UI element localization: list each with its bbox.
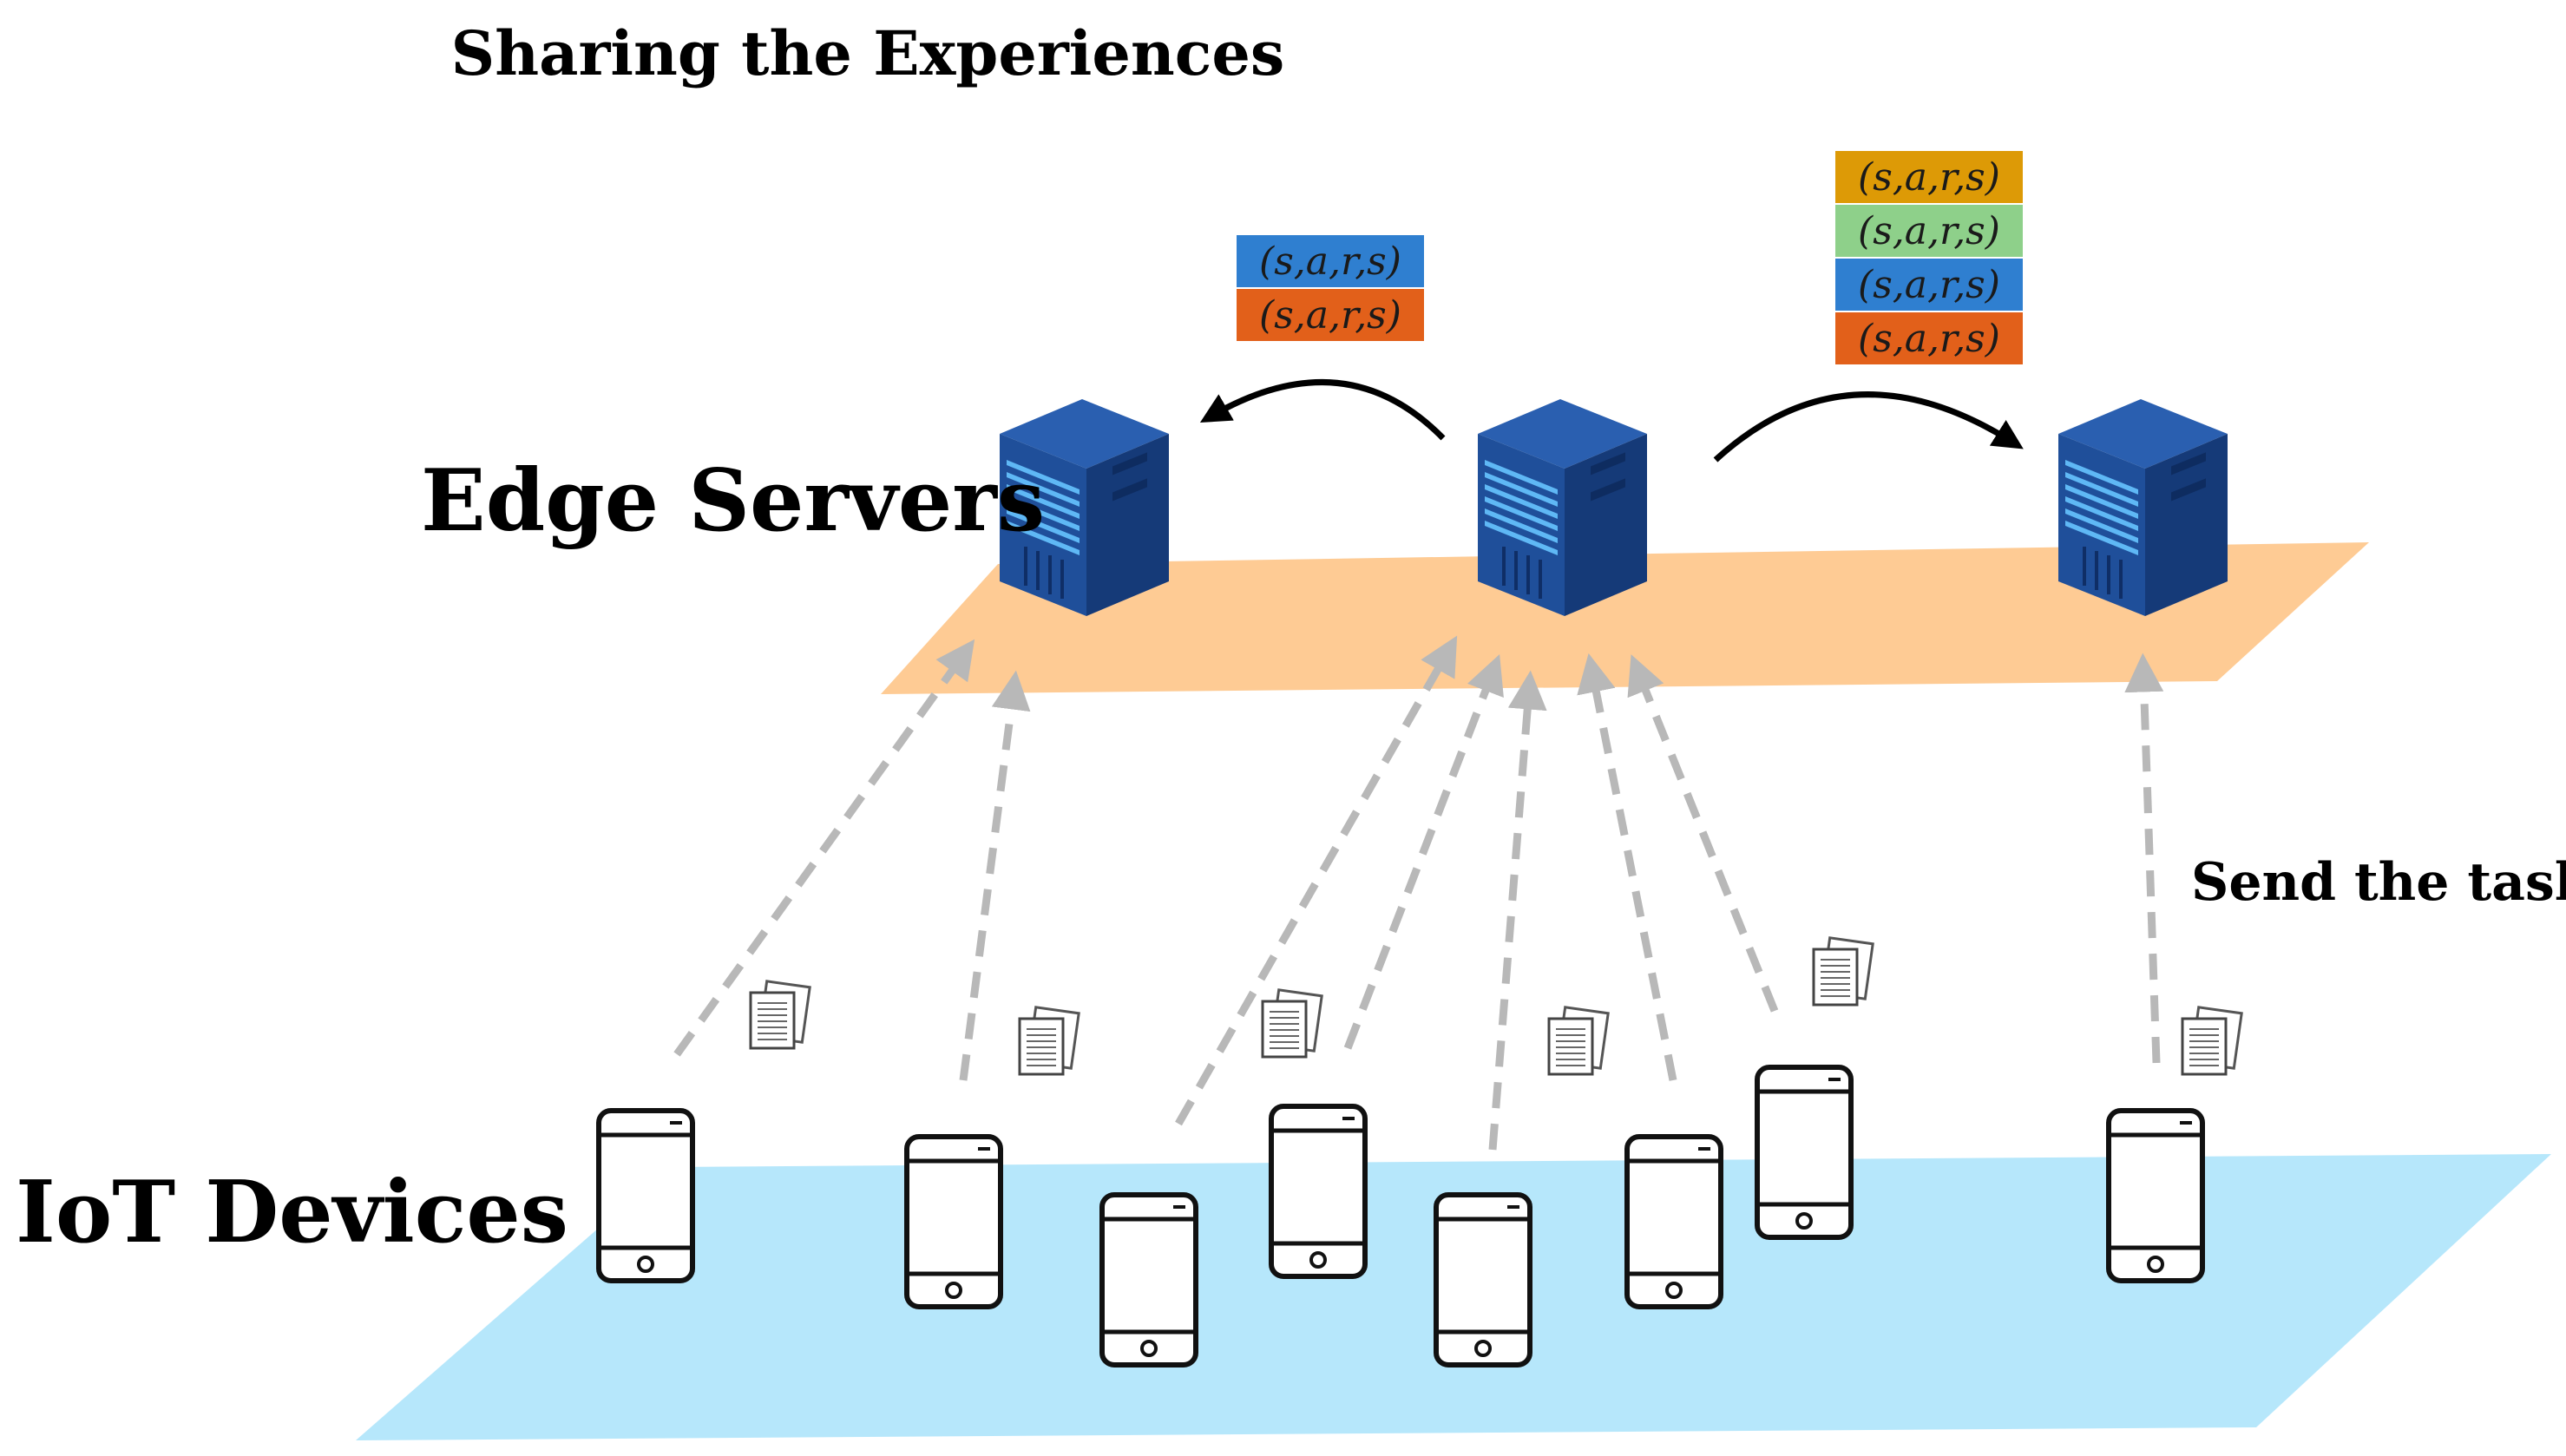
iot-devices-label: IoT Devices: [16, 1163, 568, 1263]
server-icon: [1478, 399, 1647, 616]
document-icon: [1547, 1006, 1610, 1076]
smartphone-icon: [1269, 1104, 1368, 1279]
task-arrow: [1488, 670, 1547, 1151]
experience-tuple: (s,a,r,s): [1835, 259, 2023, 311]
smartphone-icon: [1434, 1192, 1532, 1367]
document-icon: [749, 980, 811, 1050]
share-arrow-right: [1713, 391, 2024, 462]
experience-tuple: (s,a,r,s): [1237, 235, 1424, 287]
edge-servers-group: [1000, 399, 2228, 616]
task-arrow: [1577, 653, 1677, 1081]
experience-tuple: (s,a,r,s): [1835, 312, 2023, 364]
smartphone-icon: [904, 1134, 1003, 1309]
iot-devices-group: [596, 1065, 2205, 1367]
edge-servers-label: Edge Servers: [421, 451, 1046, 551]
smartphone-icon: [1624, 1134, 1723, 1309]
experience-tuple: (s,a,r,s): [1237, 289, 1424, 341]
smartphone-icon: [1099, 1192, 1198, 1367]
task-arrow: [1343, 654, 1504, 1050]
task-arrow: [673, 639, 975, 1057]
task-arrow: [959, 670, 1031, 1081]
edge-plane: [881, 542, 2369, 694]
task-arrow: [1175, 635, 1458, 1126]
diagram-title: Sharing the Experiences: [450, 17, 1285, 89]
smartphone-icon: [596, 1108, 695, 1283]
document-icon: [2181, 1006, 2243, 1076]
send-tasks-label: Send the tasks: [2191, 852, 2566, 913]
document-icon: [1018, 1006, 1080, 1076]
experience-tuple: (s,a,r,s): [1835, 205, 2023, 257]
share-arrow-left: [1199, 378, 1446, 441]
task-arrow: [1627, 654, 1779, 1013]
smartphone-icon: [2106, 1108, 2205, 1283]
task-documents-group: [749, 936, 2243, 1076]
document-icon: [1812, 936, 1874, 1007]
task-upload-arrows: [673, 635, 2164, 1151]
experience-tuple: (s,a,r,s): [1835, 151, 2023, 203]
server-icon: [2058, 399, 2228, 616]
task-arrow: [2124, 653, 2164, 1064]
document-icon: [1261, 988, 1323, 1059]
smartphone-icon: [1755, 1065, 1854, 1240]
server-icon: [1000, 399, 1169, 616]
